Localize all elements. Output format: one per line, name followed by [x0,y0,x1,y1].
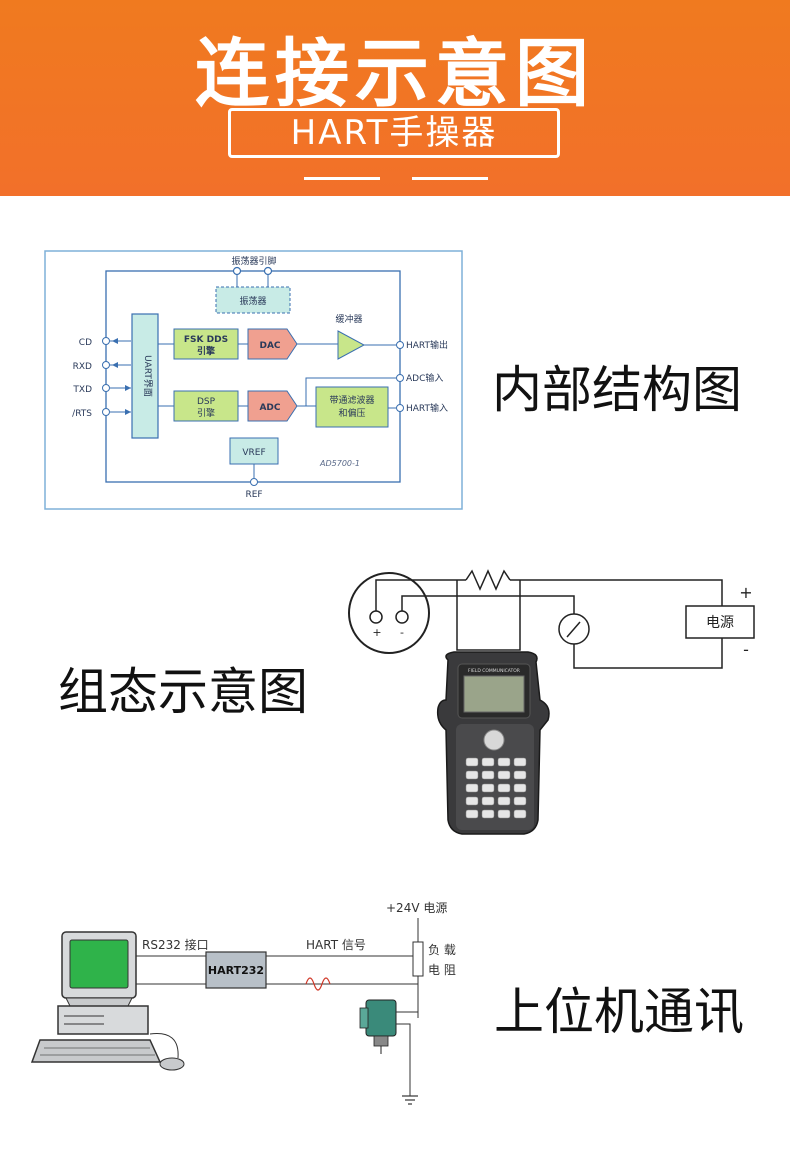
buffer-label: 缓冲器 [335,313,362,325]
fsk-label-2: 引擎 [197,345,215,357]
load-resistor [412,941,424,977]
dsp-label: DSP [197,397,216,407]
wire-bottom [573,638,723,669]
terminal-minus-label: - [400,626,404,639]
chip-label: AD5700-1 [319,459,360,468]
pin-arrows [112,338,131,415]
page-subtitle: HART手操器 [290,113,498,153]
vref-label: VREF [242,448,265,458]
decor-dash-right [412,177,488,180]
section-label-internal: 内部结构图 [492,361,742,419]
page-title: 连接示意图 [195,31,595,117]
osc-box [215,286,291,314]
pin-rts-label: /RTS [72,409,92,419]
filter-label-2: 和偏压 [338,407,365,419]
filter-label: 带通滤波器 [329,394,374,406]
section-label-config: 组态示意图 [58,663,308,721]
vref-box [229,437,279,465]
hart232-label: HART232 [208,964,264,977]
section-label-pc: 上位机通讯 [494,983,744,1041]
hart-signal-label: HART 信号 [306,938,366,952]
device-keypad [465,757,527,819]
communicator-leads [456,580,521,651]
osc-label: 振荡器 [239,295,266,307]
osc-pin-1 [232,266,242,276]
pin-cd-label: CD [79,338,92,348]
hart-in-label: HART输入 [406,402,448,414]
terminal-plus-label: + [372,626,381,639]
dac-box [247,328,298,360]
dsp-label-2: 引擎 [197,407,215,419]
subtitle-box: HART手操器 [228,108,560,158]
wire-top-right [510,579,723,606]
power-minus: - [743,640,749,659]
power24-label: +24V 电源 [386,901,447,915]
uart-box [131,313,159,439]
transmitter-icon [359,999,397,1054]
rs232-label: RS232 接口 [142,937,209,952]
osc-pin-2 [263,266,273,276]
dac-label: DAC [259,341,280,351]
filter-box [315,386,389,428]
wire-mid [401,595,575,614]
adc-in-label: ADC输入 [406,372,443,384]
wire-top-left [375,579,466,611]
resistor-symbol [465,569,511,591]
device-nav-pad [483,729,505,751]
transmitter-symbol [348,572,430,654]
ammeter-needle [566,621,581,638]
fsk-label: FSK DDS [184,335,228,345]
pin-txd-label: TXD [72,385,92,395]
ammeter-symbol [558,613,590,645]
uart-label: UART界面 [142,355,153,397]
load-label-1: 负 载 [428,943,456,957]
power-label: 电源 [706,615,734,631]
hart232-modem [205,951,267,989]
device-lcd [463,675,525,713]
power-box [685,605,755,639]
load-label-2: 电 阻 [428,963,456,977]
ref-label: REF [245,490,262,500]
buffer-triangle [337,330,366,360]
wire-to-ground [396,1023,411,1096]
hart-out-label: HART输出 [406,339,448,351]
hart-waveform [305,977,331,991]
adc-label: ADC [259,403,280,413]
adc-box [247,390,298,422]
power-plus: + [739,583,752,602]
decor-dash-left [304,177,380,180]
header-banner: 连接示意图 HART手操器 [0,0,790,196]
computer-icon [30,931,185,1071]
pin-rxd-label: RXD [73,362,92,372]
device-title: FIELD COMMUNICATOR [468,668,520,674]
right-pins [396,341,404,412]
osc-pin-label: 振荡器引脚 [231,255,276,267]
ref-pin [250,478,258,486]
